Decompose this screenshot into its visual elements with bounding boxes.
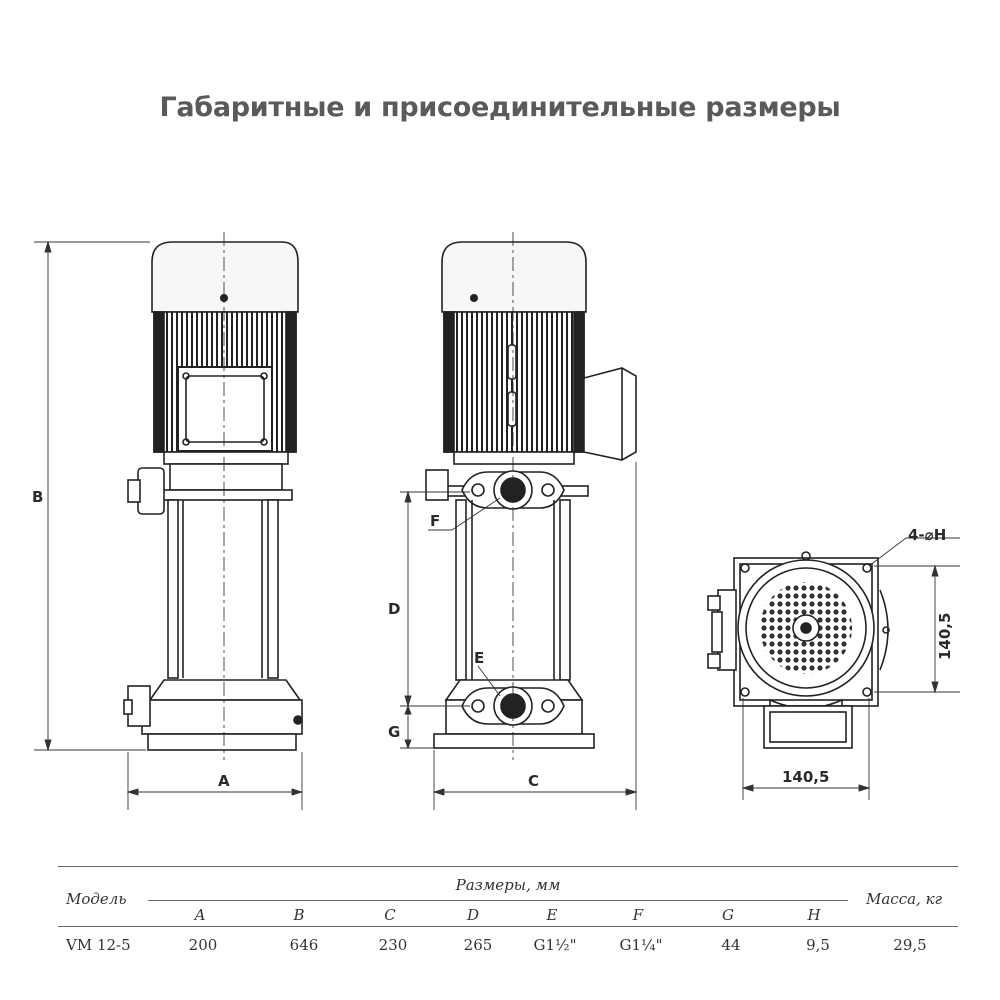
- model-header: Модель: [66, 890, 127, 908]
- dim-f-label: F: [430, 512, 440, 530]
- front-view: [123, 232, 303, 760]
- top-view-dimensions: [741, 537, 960, 800]
- col-header-h: H: [807, 906, 821, 924]
- col-header-d: D: [466, 906, 480, 924]
- dim-d-label: D: [388, 600, 400, 618]
- col-header-a: A: [194, 906, 206, 924]
- mass-header: Масса, кг: [866, 890, 943, 908]
- front-view-dimensions: [34, 240, 304, 810]
- col-header-e: E: [546, 906, 558, 924]
- row-value-b: 646: [289, 936, 319, 954]
- dimensions-header: Размеры, мм: [455, 876, 561, 894]
- side-view: [425, 232, 637, 760]
- row-value-a: 200: [188, 936, 218, 954]
- col-header-b: B: [293, 906, 305, 924]
- row-model: VM 12-5: [66, 936, 131, 954]
- page-title: Габаритные и присоединительные размеры: [159, 92, 841, 123]
- row-value-f: G1¼": [619, 936, 663, 954]
- row-value-e: G1½": [533, 936, 577, 954]
- dim-holes-label: 4-⌀H: [908, 526, 946, 544]
- dim-g-label: G: [388, 723, 400, 741]
- row-value-c: 230: [378, 936, 408, 954]
- col-header-f: F: [632, 906, 644, 924]
- dim-b-label: B: [32, 488, 43, 506]
- dim-flange-width-label: 140,5: [782, 768, 829, 786]
- row-value-h: 9,5: [806, 936, 830, 954]
- row-value-g: 44: [721, 936, 741, 954]
- top-view: [707, 551, 890, 749]
- side-view-dimensions: [400, 462, 638, 810]
- col-header-c: C: [384, 906, 396, 924]
- row-mass: 29,5: [893, 936, 927, 954]
- dim-c-label: C: [528, 772, 539, 790]
- col-header-g: G: [722, 906, 734, 924]
- dim-a-label: A: [218, 772, 230, 790]
- dim-flange-height-label: 140,5: [936, 613, 954, 660]
- dim-e-label: E: [474, 649, 484, 667]
- row-value-d: 265: [463, 936, 493, 954]
